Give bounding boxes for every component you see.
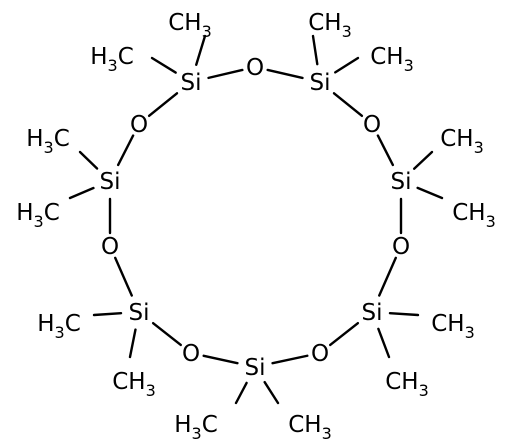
ring-bond-si2-o2 — [332, 92, 364, 118]
ring-bond-si5-o5 — [202, 354, 239, 365]
methyl-label-m3b: CH3 — [452, 200, 496, 231]
ring-bond-o4-si5 — [271, 354, 309, 365]
methyl-label-m3a: CH3 — [440, 126, 484, 157]
oxygen-atom-o5: O — [182, 341, 200, 367]
methyl-label-m7a: H3C — [26, 126, 70, 157]
silicon-atom-si2: Si — [310, 70, 331, 96]
oxygen-atom-o4: O — [311, 341, 329, 367]
methyl-bond-m5a — [234, 381, 248, 405]
oxygen-atom-o6: O — [101, 234, 119, 260]
ring-bond-o2-si3 — [376, 134, 395, 167]
silicon-atom-si3: Si — [391, 169, 412, 195]
methyl-bond-m7b — [68, 186, 95, 200]
methyl-bond-m3b — [416, 186, 444, 200]
methyl-label-m1a: CH3 — [168, 10, 212, 41]
silicon-atom-si5: Si — [245, 355, 266, 381]
methyl-label-m7b: H3C — [16, 200, 60, 231]
methyl-label-m1b: H3C — [90, 44, 134, 75]
ring-bond-o3-si4 — [378, 256, 397, 297]
methyl-bond-m4a — [388, 311, 420, 317]
methyl-bond-m2b — [334, 56, 360, 74]
methyl-bond-m1b — [150, 56, 177, 74]
silicon-atom-si4: Si — [362, 300, 383, 326]
ring-bond-si6-o6 — [114, 256, 133, 297]
methyl-bond-m3a — [412, 150, 434, 170]
methyl-bond-m1a — [195, 34, 207, 66]
ring-bond-si1-o1 — [207, 68, 244, 80]
methyl-bond-m5b — [263, 380, 280, 405]
methyl-bond-m2a — [311, 34, 319, 66]
ring-bond-si4-o4 — [329, 321, 360, 347]
oxygen-atom-o7: O — [130, 112, 148, 138]
ring-bond-si7-o7 — [116, 134, 135, 167]
ring-bond-o7-si1 — [147, 92, 179, 118]
methyl-label-m4b: CH3 — [385, 369, 429, 400]
methyl-bond-m4b — [377, 327, 391, 359]
oxygen-atom-o2: O — [363, 112, 381, 138]
methyl-label-m6b: CH3 — [112, 369, 156, 400]
methyl-label-m5a: H3C — [174, 412, 218, 439]
silicon-atom-si7: Si — [100, 169, 121, 195]
methyl-label-m6a: H3C — [37, 311, 81, 342]
methyl-label-m4a: CH3 — [431, 311, 475, 342]
methyl-label-m5b: CH3 — [288, 412, 332, 439]
methyl-bond-m6a — [92, 311, 123, 317]
oxygen-atom-o3: O — [392, 234, 410, 260]
silicon-atom-si6: Si — [129, 300, 150, 326]
methyl-label-m2b: CH3 — [370, 44, 414, 75]
ring-bond-o5-si6 — [151, 321, 182, 347]
methyl-bond-m6b — [128, 328, 137, 359]
ring-bond-o1-si2 — [266, 68, 304, 80]
silicon-atom-si1: Si — [181, 70, 202, 96]
methyl-bond-m7a — [78, 150, 99, 170]
oxygen-atom-o1: O — [246, 55, 264, 81]
methyl-label-m2a: CH3 — [308, 10, 352, 41]
bond-layer — [68, 34, 444, 405]
